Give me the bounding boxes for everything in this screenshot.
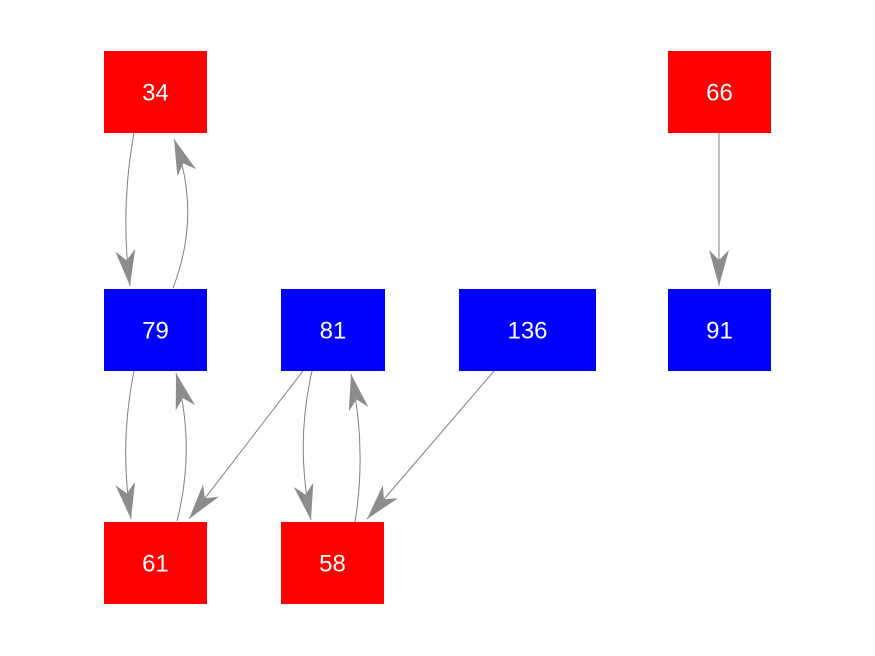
node-34: 34	[104, 51, 207, 133]
node-66: 66	[668, 51, 771, 133]
node-label-91: 91	[706, 317, 733, 344]
node-label-61: 61	[142, 550, 169, 577]
node-label-58: 58	[319, 550, 346, 577]
node-rect-91	[668, 289, 771, 371]
node-rect-81	[281, 289, 385, 371]
node-label-66: 66	[706, 79, 733, 106]
node-rect-58	[281, 522, 384, 604]
edge-61-79	[175, 372, 196, 522]
node-61: 61	[104, 522, 207, 604]
edge-layer	[115, 132, 729, 523]
edge-79-34	[172, 138, 197, 289]
node-79: 79	[104, 289, 207, 371]
node-rect-61	[104, 522, 207, 604]
edge-81-58	[293, 370, 314, 521]
node-layer: 34 66 79 81 136 91 61 58	[104, 51, 771, 604]
node-rect-79	[104, 289, 207, 371]
edge-58-81	[348, 373, 369, 523]
node-label-81: 81	[320, 317, 347, 344]
node-81: 81	[281, 289, 385, 371]
edge-79-61	[115, 370, 136, 520]
edge-81-61	[188, 370, 304, 520]
node-label-79: 79	[142, 317, 169, 344]
node-rect-136	[459, 289, 596, 371]
node-91: 91	[668, 289, 771, 371]
edge-136-58	[366, 370, 495, 520]
node-58: 58	[281, 522, 384, 604]
edge-34-79	[115, 132, 136, 287]
node-label-136: 136	[507, 317, 547, 344]
node-rect-34	[104, 51, 207, 133]
node-label-34: 34	[142, 79, 169, 106]
node-rect-66	[668, 51, 771, 133]
node-136: 136	[459, 289, 596, 371]
